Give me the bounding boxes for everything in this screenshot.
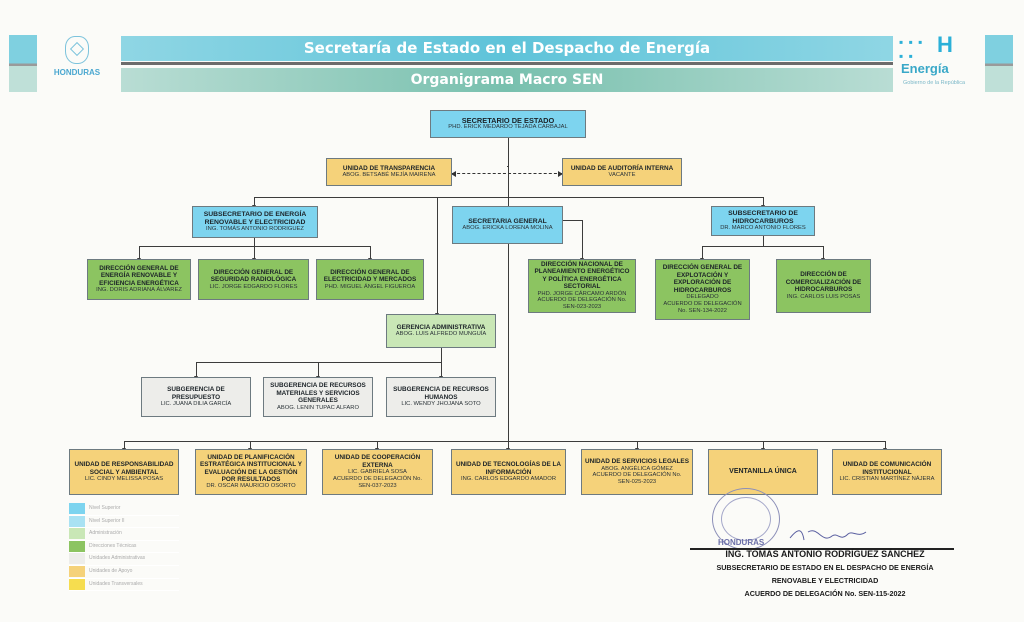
box-unidad-cooperacion: UNIDAD DE COOPERACIÓN EXTERNA LIC. GABRI… bbox=[322, 449, 433, 495]
honduras-h-dots-logo-icon: ▪ ▪ ▪▪ ▪ bbox=[899, 35, 924, 63]
honduras-logo: HONDURAS bbox=[42, 36, 112, 77]
legend: Nivel Superior Nivel Superior II Adminis… bbox=[69, 503, 179, 592]
box-unidad-planificacion: UNIDAD DE PLANIFICACIÓN ESTRATÉGICA INST… bbox=[195, 449, 307, 495]
box-direccion-radiologica: DIRECCIÓN GENERAL DE SEGURIDAD RADIOLÓGI… bbox=[198, 259, 309, 300]
box-direccion-renovable: DIRECCIÓN GENERAL DE ENERGÍA RENOVABLE Y… bbox=[87, 259, 191, 300]
box-subsecretario-renovable: SUBSECRETARIO DE ENERGÍA RENOVABLE Y ELE… bbox=[192, 206, 318, 238]
legend-item: Unidades Transversales bbox=[69, 578, 179, 592]
signature-line bbox=[690, 548, 954, 550]
dashed-link-transparencia-auditoria bbox=[451, 170, 563, 177]
box-gerencia-administrativa: GERENCIA ADMINISTRATIVA ABOG. LUIS ALFRE… bbox=[386, 314, 496, 348]
legend-item: Direcciones Técnicas bbox=[69, 540, 179, 554]
honduras-logo-text: HONDURAS bbox=[53, 68, 101, 77]
page-subtitle: Organigrama Macro SEN bbox=[121, 68, 893, 92]
legend-item: Unidades de Apoyo bbox=[69, 565, 179, 579]
energia-logo: ▪ ▪ ▪▪ ▪ H Energía Gobierno de la Repúbl… bbox=[899, 32, 979, 86]
box-transparencia: UNIDAD DE TRANSPARENCIA ABOG. BETSABÉ ME… bbox=[326, 158, 452, 186]
box-subgerencia-recursos-materiales: SUBGERENCIA DE RECURSOS MATERIALES Y SER… bbox=[263, 377, 373, 417]
box-direccion-comercializacion: DIRECCIÓN DE COMERCIALIZACIÓN DE HIDROCA… bbox=[776, 259, 871, 313]
h-letter-icon: H bbox=[937, 32, 953, 57]
gobierno-text: Gobierno de la República bbox=[903, 80, 966, 86]
energia-logo-text: Energía bbox=[901, 61, 949, 76]
signatory-name: ING. TOMÁS ANTONIO RODRÍGUEZ SÁNCHEZ bbox=[725, 549, 925, 559]
box-subgerencia-presupuesto: SUBGERENCIA DE PRESUPUESTO LIC. JUANA DI… bbox=[141, 377, 251, 417]
stamp-text: HONDURAS bbox=[718, 538, 765, 547]
signatory-agreement: ACUERDO DE DELEGACIÓN No. SEN-115-2022 bbox=[744, 589, 906, 598]
box-ventanilla-unica: VENTANILLA ÚNICA bbox=[708, 449, 818, 495]
page-title: Secretaría de Estado en el Despacho de E… bbox=[121, 36, 893, 61]
signatory-title-1: SUBSECRETARIO DE ESTADO EN EL DESPACHO D… bbox=[716, 563, 934, 572]
box-unidad-servicios-legales: UNIDAD DE SERVICIOS LEGALES ABOG. ANGÉLI… bbox=[581, 449, 693, 495]
box-direccion-planeamiento: DIRECCIÓN NACIONAL DE PLANEAMIENTO ENERG… bbox=[528, 259, 636, 313]
box-subsecretario-hidrocarburos: SUBSECRETARIO DE HIDROCARBUROS DR. MARCO… bbox=[711, 206, 815, 236]
handwritten-signature-icon bbox=[789, 530, 867, 541]
honduras-seal-icon bbox=[65, 36, 89, 64]
box-auditoria: UNIDAD DE AUDITORÍA INTERNA VACANTE bbox=[562, 158, 682, 186]
legend-item: Nivel Superior II bbox=[69, 515, 179, 529]
box-unidad-responsabilidad-social: UNIDAD DE RESPONSABILIDAD SOCIAL Y AMBIE… bbox=[69, 449, 179, 495]
box-direccion-explotacion: DIRECCIÓN GENERAL DE EXPLOTACIÓN Y EXPLO… bbox=[655, 259, 750, 320]
legend-item: Unidades Administrativas bbox=[69, 553, 179, 566]
header-edge-left bbox=[9, 35, 37, 92]
legend-item: Administración bbox=[69, 528, 179, 541]
box-secretario: SECRETARIO DE ESTADO PHD. ERICK MEDARDO … bbox=[430, 110, 586, 138]
header-divider bbox=[121, 62, 893, 65]
signatory-title-2: RENOVABLE Y ELECTRICIDAD bbox=[771, 576, 879, 585]
box-unidad-tecnologias: UNIDAD DE TECNOLOGÍAS DE LA INFORMACIÓN … bbox=[451, 449, 566, 495]
box-direccion-electricidad: DIRECCIÓN GENERAL DE ELECTRICIDAD Y MERC… bbox=[316, 259, 424, 300]
box-unidad-comunicacion: UNIDAD DE COMUNICACIÓN INSTITUCIONAL LIC… bbox=[832, 449, 942, 495]
box-subgerencia-recursos-humanos: SUBGERENCIA DE RECURSOS HUMANOS LIC. WEN… bbox=[386, 377, 496, 417]
box-secretaria-general: SECRETARIA GENERAL ABOG. ERICKA LORENA M… bbox=[452, 206, 563, 244]
header-edge-right bbox=[985, 35, 1013, 92]
legend-item: Nivel Superior bbox=[69, 503, 179, 516]
